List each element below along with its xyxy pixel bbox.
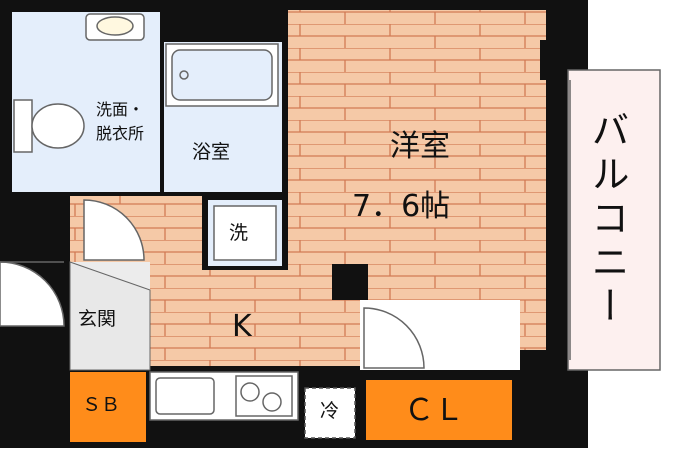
fridge-label: 冷 bbox=[320, 400, 340, 422]
shoe-box-label: ＳＢ bbox=[82, 394, 121, 416]
closet bbox=[366, 380, 512, 440]
washer-label: 洗 bbox=[229, 222, 249, 244]
western-room-size: 7．6帖 bbox=[352, 189, 451, 224]
shoe-box bbox=[70, 372, 146, 442]
balcony-label: バルコニー bbox=[585, 110, 629, 330]
entrance-label: 玄関 bbox=[78, 308, 117, 330]
bath-label: 浴室 bbox=[192, 141, 231, 163]
balcony bbox=[567, 69, 661, 371]
closet-label: ＣＬ bbox=[404, 393, 464, 428]
washroom-label: 洗面・ 脱衣所 bbox=[96, 100, 145, 143]
western-room-label: 洋室 bbox=[390, 129, 450, 164]
kitchen-label: K bbox=[232, 309, 252, 344]
washroom-floor bbox=[12, 12, 160, 192]
fridge-space bbox=[304, 387, 356, 439]
